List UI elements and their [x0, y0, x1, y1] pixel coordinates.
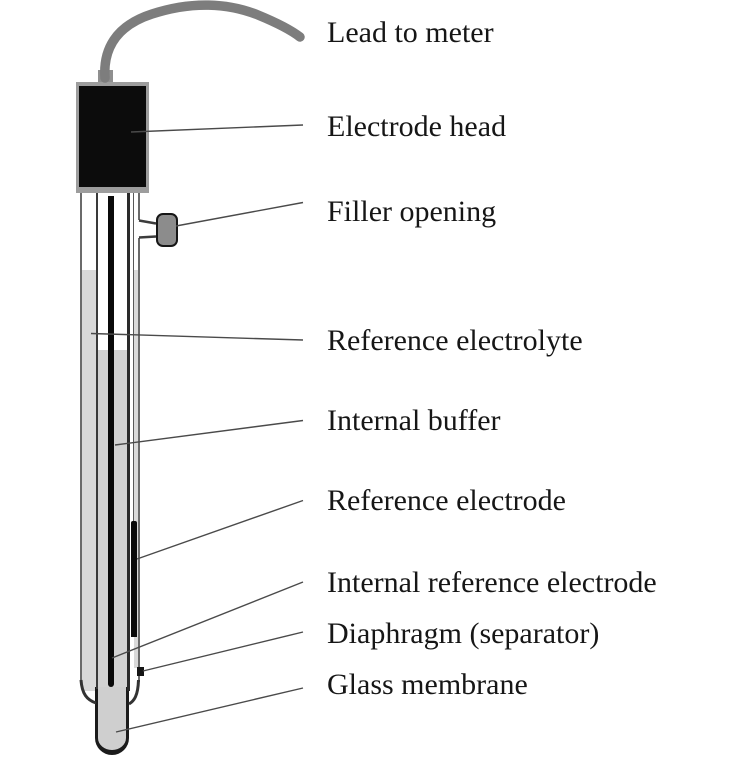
label-internal-reference-electrode: Internal reference electrode	[327, 566, 657, 599]
reference-electrolyte-fill-left	[82, 270, 96, 691]
outer-tube-shoulder-left	[79, 679, 97, 705]
label-reference-electrode: Reference electrode	[327, 484, 566, 517]
outer-tube-wall-right-lower	[137, 238, 140, 682]
filler-connector-top	[138, 219, 157, 225]
pointer-electrode-head	[130, 124, 304, 133]
inner-tube-wall-right	[127, 193, 130, 691]
pointer-diaphragm	[142, 631, 304, 672]
diaphragm-shape	[136, 667, 144, 676]
label-lead-to-meter: Lead to meter	[327, 16, 494, 49]
pointer-filler-opening	[175, 201, 304, 227]
outer-tube-shoulder-right	[128, 679, 140, 706]
label-internal-buffer: Internal buffer	[327, 404, 501, 437]
pointer-reference-electrolyte	[90, 332, 304, 341]
outer-tube-wall-right-upper	[137, 193, 140, 220]
filler-connector-bottom	[138, 235, 157, 239]
glass-membrane-bulb	[95, 687, 129, 755]
lead-cable	[100, 0, 305, 83]
refill-channel-wall	[132, 193, 134, 523]
label-diaphragm: Diaphragm (separator)	[327, 617, 600, 650]
pointer-internal-reference-electrode	[111, 581, 304, 659]
label-reference-electrolyte: Reference electrolyte	[327, 324, 583, 357]
electrode-head-shape	[76, 82, 149, 193]
reference-electrode-wire	[131, 521, 137, 637]
label-glass-membrane: Glass membrane	[327, 668, 528, 701]
outer-tube-wall-left	[80, 193, 82, 682]
label-filler-opening: Filler opening	[327, 195, 497, 228]
reference-electrolyte-fill-right	[134, 270, 138, 668]
inner-tube-wall-left	[96, 193, 98, 689]
label-electrode-head: Electrode head	[327, 110, 507, 143]
filler-opening-shape	[156, 213, 178, 247]
internal-reference-electrode-wire	[107, 196, 114, 687]
pointer-glass-membrane	[115, 687, 304, 733]
pointer-internal-buffer	[114, 419, 304, 446]
pointer-reference-electrode	[136, 499, 304, 560]
